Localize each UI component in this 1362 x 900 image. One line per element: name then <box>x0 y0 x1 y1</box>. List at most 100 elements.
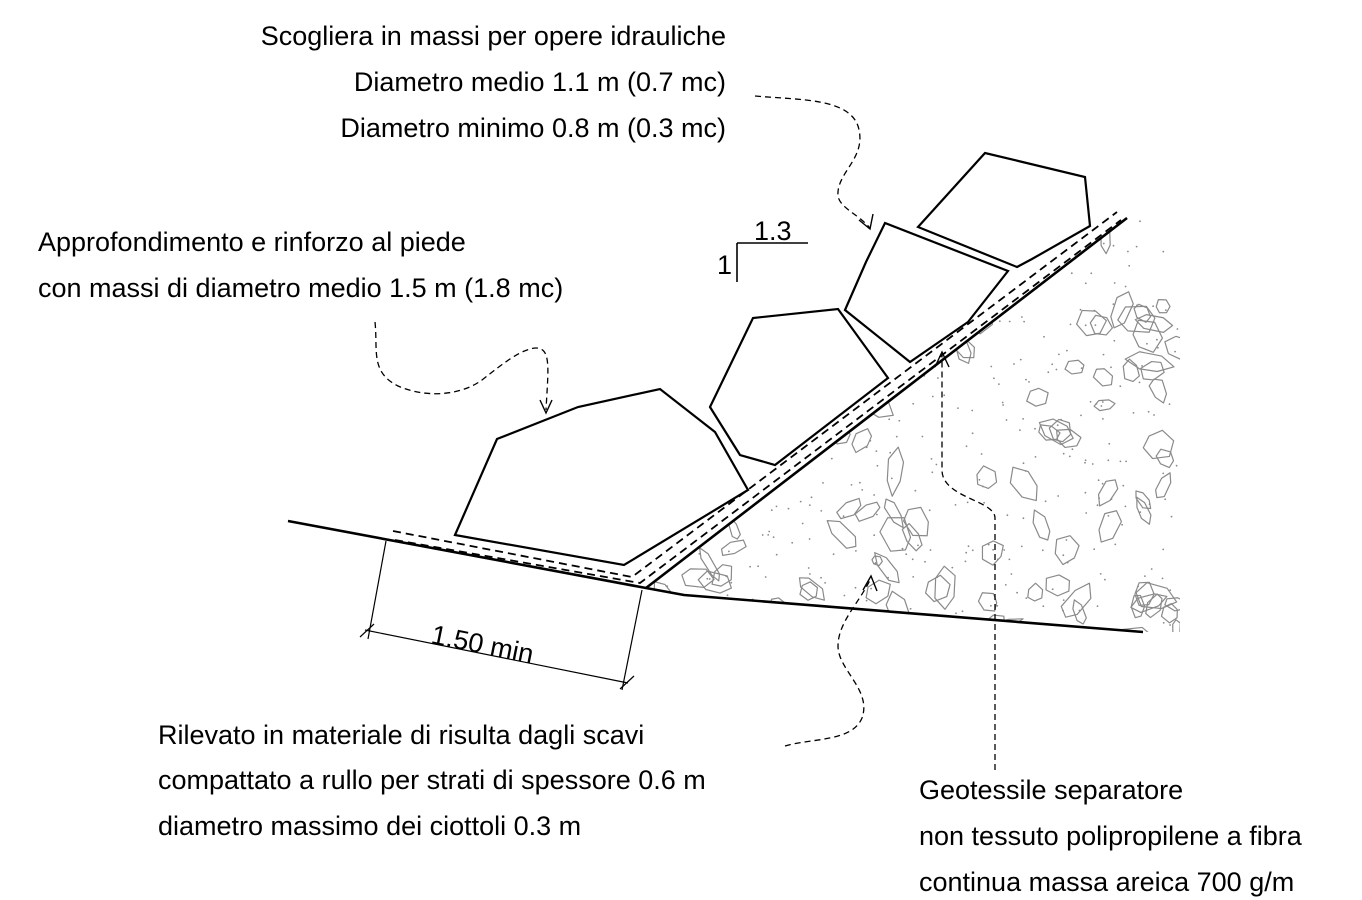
aggregate-pebble <box>1134 581 1155 606</box>
aggregate-dot <box>730 613 733 616</box>
aggregate-dot <box>791 541 794 544</box>
aggregate-dot <box>1099 573 1102 575</box>
aggregate-dot <box>1066 561 1069 564</box>
aggregate-dot <box>1089 400 1092 403</box>
aggregate-pebble <box>1045 574 1071 597</box>
aggregate-dot <box>682 297 684 299</box>
aggregate-dot <box>1078 609 1081 612</box>
aggregate-pebble <box>734 228 754 262</box>
aggregate-dot <box>851 266 854 269</box>
aggregate-dot <box>996 558 999 561</box>
aggregate-dot <box>935 463 938 466</box>
aggregate-dot <box>1079 308 1082 311</box>
aggregate-dot <box>964 560 967 563</box>
aggregate-dot <box>912 402 915 405</box>
aggregate-dot <box>1084 491 1087 494</box>
aggregate-pebble <box>1140 360 1165 381</box>
aggregate-pebble <box>977 592 998 612</box>
aggregate-dot <box>880 620 883 623</box>
aggregate-pebble <box>798 577 825 601</box>
aggregate-pebble <box>1054 535 1080 566</box>
aggregate-pebble <box>672 268 705 302</box>
aggregate-dot <box>936 576 939 579</box>
aggregate-dot <box>873 534 876 537</box>
aggregate-dot <box>878 359 881 362</box>
aggregate-dot <box>838 292 840 295</box>
aggregate-dot <box>838 265 840 268</box>
aggregate-pebble <box>796 224 816 250</box>
aggregate-dot <box>951 566 954 569</box>
aggregate-dot <box>1080 367 1083 370</box>
aggregate-pebble <box>1135 490 1152 510</box>
aggregate-dot <box>905 524 908 527</box>
aggregate-dot <box>1085 512 1088 514</box>
aggregate-dot <box>965 445 968 448</box>
aggregate-dot <box>1138 381 1141 384</box>
aggregate-dot <box>842 515 845 518</box>
aggregate-dot <box>1139 511 1142 513</box>
aggregate-dot <box>1008 558 1011 561</box>
aggregate-dot <box>1055 368 1058 371</box>
scogliera-line-1: Scogliera in massi per opere idrauliche <box>260 21 726 51</box>
aggregate-dot <box>898 419 901 422</box>
aggregate-dot <box>980 453 983 455</box>
aggregate-dot <box>656 600 659 603</box>
aggregate-pebble <box>1064 359 1085 375</box>
aggregate-dot <box>1102 418 1104 420</box>
aggregate-dot <box>1146 342 1148 345</box>
aggregate-dot <box>1128 264 1131 267</box>
aggregate-dot <box>901 547 904 550</box>
geotextile-line-inner <box>394 219 1122 584</box>
aggregate-pebble <box>1026 387 1049 407</box>
aggregate-pebble <box>1097 479 1119 507</box>
aggregate-dot <box>1008 320 1011 323</box>
aggregate-pebble <box>1093 399 1116 412</box>
aggregate-dot <box>1141 365 1143 367</box>
aggregate-dot <box>1136 304 1138 307</box>
aggregate-dot <box>1175 464 1178 467</box>
aggregate-dot <box>911 558 914 561</box>
aggregate-dot <box>873 494 875 496</box>
aggregate-dot <box>1084 282 1087 285</box>
aggregate-dot <box>917 544 919 547</box>
aggregate-dot <box>976 253 979 256</box>
aggregate-dot <box>764 576 767 578</box>
aggregate-pebble <box>1135 582 1178 610</box>
aggregate-dot <box>1013 363 1015 365</box>
aggregate-dot <box>770 509 773 512</box>
aggregate-dot <box>935 629 938 631</box>
aggregate-dot <box>1135 245 1138 248</box>
aggregate-dot <box>987 543 990 546</box>
aggregate-dot <box>1084 461 1086 464</box>
aggregate-dot <box>837 611 840 614</box>
aggregate-pebble <box>874 552 900 584</box>
aggregate-dot <box>656 307 658 310</box>
aggregate-dot <box>1096 504 1099 507</box>
aggregate-pebble <box>1048 418 1072 443</box>
aggregate-pebble <box>1133 303 1152 323</box>
aggregate-dot <box>854 586 857 589</box>
boulder-2 <box>843 221 1010 364</box>
aggregate-dot <box>775 553 778 556</box>
aggregate-dot <box>1112 303 1115 306</box>
piede-line-1: Approfondimento e rinforzo al piede <box>38 227 466 257</box>
aggregate-dot <box>1016 591 1018 594</box>
aggregate-pebble <box>901 523 923 552</box>
aggregate-dot <box>1051 588 1054 591</box>
aggregate-dot <box>1065 539 1068 541</box>
aggregate-dot <box>1095 402 1098 405</box>
aggregate-dot <box>653 345 655 348</box>
aggregate-pebble <box>1089 314 1114 336</box>
aggregate-pebble <box>1110 291 1134 329</box>
aggregate-dot <box>792 255 794 258</box>
aggregate-dot <box>1174 350 1176 353</box>
aggregate-dot <box>998 320 1001 323</box>
aggregate-dot <box>1169 589 1172 591</box>
aggregate-dot <box>1139 220 1141 223</box>
aggregate-dot <box>681 610 684 612</box>
aggregate-dot <box>793 263 795 266</box>
rilevato-line-1: Rilevato in materiale di risulta dagli s… <box>158 720 645 750</box>
aggregate-dot <box>983 501 985 504</box>
aggregate-dot <box>1110 498 1113 500</box>
aggregate-pebble <box>1038 418 1074 446</box>
